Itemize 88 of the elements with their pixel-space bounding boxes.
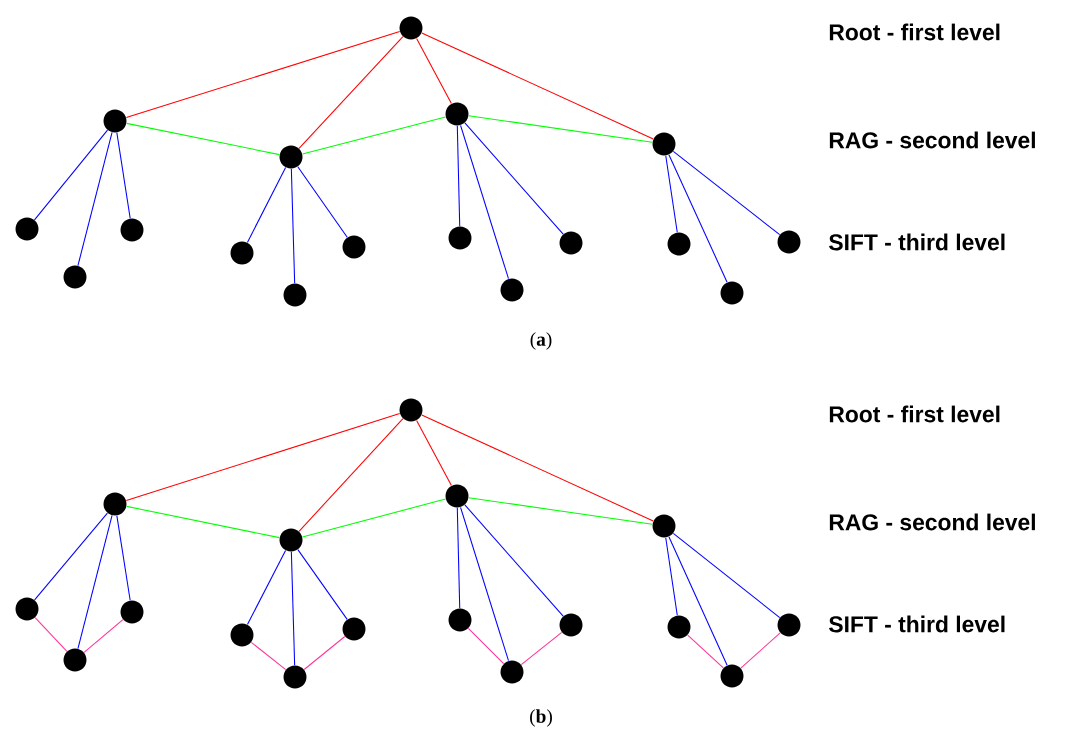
connector-line <box>125 413 401 501</box>
level-label: RAG - second level <box>829 513 1035 531</box>
connector-line <box>416 37 452 105</box>
node-dot <box>120 218 144 242</box>
connector-line <box>290 168 296 284</box>
node-dot <box>652 514 676 538</box>
node-dot <box>103 109 127 133</box>
node-dot <box>652 132 676 156</box>
connector-line <box>687 634 724 669</box>
level-label: SIFT - third level <box>829 615 1005 633</box>
node-dot <box>279 145 303 169</box>
node-dot <box>445 484 469 508</box>
panel-caption: (b) <box>530 709 552 727</box>
connector-line <box>34 512 108 601</box>
node-dot <box>667 232 691 256</box>
connector-line <box>297 549 348 620</box>
connector-line <box>416 419 452 487</box>
level-label: Root - first level <box>829 405 1000 423</box>
connector-line <box>33 129 109 221</box>
level-label: Root - first level <box>829 23 1000 41</box>
connector-line <box>246 550 287 625</box>
connector-line <box>668 536 728 666</box>
connector-line <box>665 155 678 233</box>
node-dot <box>103 492 127 516</box>
node-dot <box>342 235 366 259</box>
node-dot <box>448 608 472 632</box>
node-dot <box>777 230 801 254</box>
node-dot <box>342 617 366 641</box>
node-dot <box>667 615 691 639</box>
node-dot <box>399 16 423 40</box>
node-dot <box>500 278 524 302</box>
node-dot <box>120 600 144 624</box>
level-label: SIFT - third level <box>829 233 1005 251</box>
connector-line <box>298 36 404 149</box>
connector-line <box>297 166 348 238</box>
connector-line <box>303 635 346 671</box>
node-dot <box>777 613 801 637</box>
node-dot <box>399 398 423 422</box>
connector-line <box>421 414 654 522</box>
connector-line <box>668 154 728 283</box>
connector-line <box>456 507 461 609</box>
node-dot <box>720 664 744 688</box>
node-dot <box>283 283 307 307</box>
connector-line <box>116 132 131 219</box>
connector-line <box>460 506 509 662</box>
connector-line <box>298 418 404 532</box>
connector-line <box>116 515 131 601</box>
connector-line <box>421 32 654 140</box>
node-dot <box>279 528 303 552</box>
node-dot <box>15 217 39 241</box>
connector-line <box>460 124 509 280</box>
connector-line <box>250 641 287 671</box>
connector-line <box>464 504 564 617</box>
connector-line <box>467 627 505 665</box>
node-dot <box>63 648 87 672</box>
node-dot <box>230 241 254 265</box>
node-dot <box>720 281 744 305</box>
connector-line <box>301 116 447 155</box>
connector-line <box>34 617 68 652</box>
node-dot <box>445 102 469 126</box>
level-label: RAG - second level <box>829 131 1035 149</box>
connector-line <box>468 497 653 525</box>
connector-line <box>77 131 113 267</box>
connector-line <box>126 122 280 156</box>
node-dot <box>230 623 254 647</box>
connector-line <box>740 632 781 669</box>
connector-line <box>83 619 124 653</box>
connector-line <box>126 505 280 539</box>
connector-line <box>301 498 447 538</box>
connector-line <box>672 532 781 619</box>
panel-caption: (a) <box>530 332 552 350</box>
node-dot <box>559 231 583 255</box>
node-dot <box>63 265 87 289</box>
connector-line <box>468 115 653 143</box>
connector-line <box>464 122 564 235</box>
node-dot <box>559 613 583 637</box>
node-dot <box>283 665 307 689</box>
node-dot <box>15 597 39 621</box>
connector-line <box>77 514 113 650</box>
connector-line <box>290 551 296 666</box>
connector-line <box>672 150 781 236</box>
connector-line <box>246 167 287 243</box>
connector-line <box>520 631 563 666</box>
connector-line <box>456 125 461 227</box>
connector-line <box>125 31 401 118</box>
connector-line <box>665 537 678 616</box>
node-dot <box>448 226 472 250</box>
node-dot <box>500 660 524 684</box>
